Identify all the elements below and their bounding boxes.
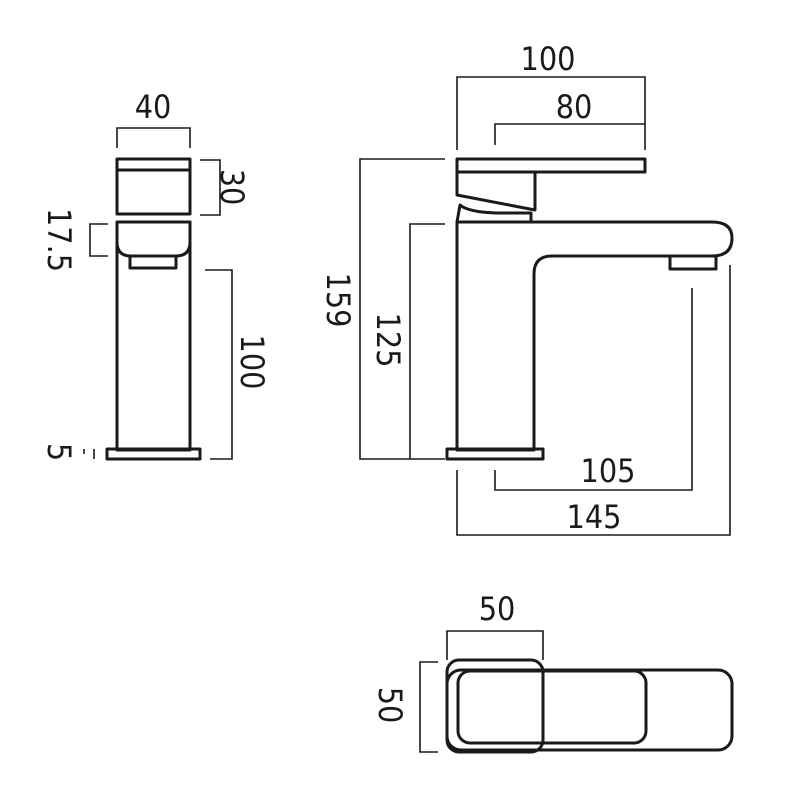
front-spout-height-dim-line	[409, 223, 445, 459]
front-overall-height-dim-line	[359, 158, 445, 460]
top-depth-dim-line	[419, 661, 438, 753]
side-spout-shape	[115, 220, 192, 258]
front-handle-width-dim-line	[494, 123, 645, 145]
side-handle-height-dim-line	[200, 159, 221, 216]
front-spout-projection-dim-line	[494, 288, 693, 491]
top-spout-shape	[445, 668, 734, 752]
front-aerator-shape	[668, 254, 718, 271]
side-spout-offset-dim-line	[89, 223, 108, 257]
front-overall-depth-label: 145	[567, 498, 622, 536]
side-base-height-label: 5	[40, 443, 78, 461]
front-overall-width-label: 100	[521, 40, 576, 78]
front-overall-height-label: 159	[319, 273, 357, 328]
top-depth-label: 50	[371, 687, 409, 724]
side-width-label: 40	[135, 88, 172, 126]
front-view: 100 80 159 125 105 145	[319, 40, 734, 536]
front-handle-shape	[455, 157, 647, 212]
front-body-spout-shape	[455, 220, 734, 452]
front-spout-height-label: 125	[369, 313, 407, 368]
front-cartridge-shape	[455, 203, 533, 224]
front-handle-width-label: 80	[556, 88, 593, 126]
front-overall-width-dim-line	[456, 76, 646, 150]
front-overall-depth-dim-line	[456, 265, 731, 536]
side-handle-shape	[115, 157, 192, 216]
side-base-height-dim-line	[83, 449, 95, 459]
side-aerator-shape	[128, 254, 178, 270]
top-body-shape	[445, 658, 545, 754]
top-handle-shape	[456, 669, 648, 745]
top-width-dim-line	[446, 630, 544, 660]
side-base-shape	[105, 447, 202, 461]
front-spout-projection-label: 105	[581, 452, 636, 490]
side-body-height-label: 100	[233, 335, 271, 390]
side-view: 40 30 17.5 100 5	[40, 88, 271, 461]
front-base-shape	[445, 447, 545, 461]
side-spout-offset-label: 17.5	[40, 208, 78, 272]
side-handle-height-label: 30	[213, 169, 251, 206]
top-view: 50 50	[371, 590, 734, 754]
side-body-height-dim-line	[205, 269, 233, 460]
top-width-label: 50	[479, 590, 516, 628]
side-width-dim-line	[116, 127, 191, 148]
